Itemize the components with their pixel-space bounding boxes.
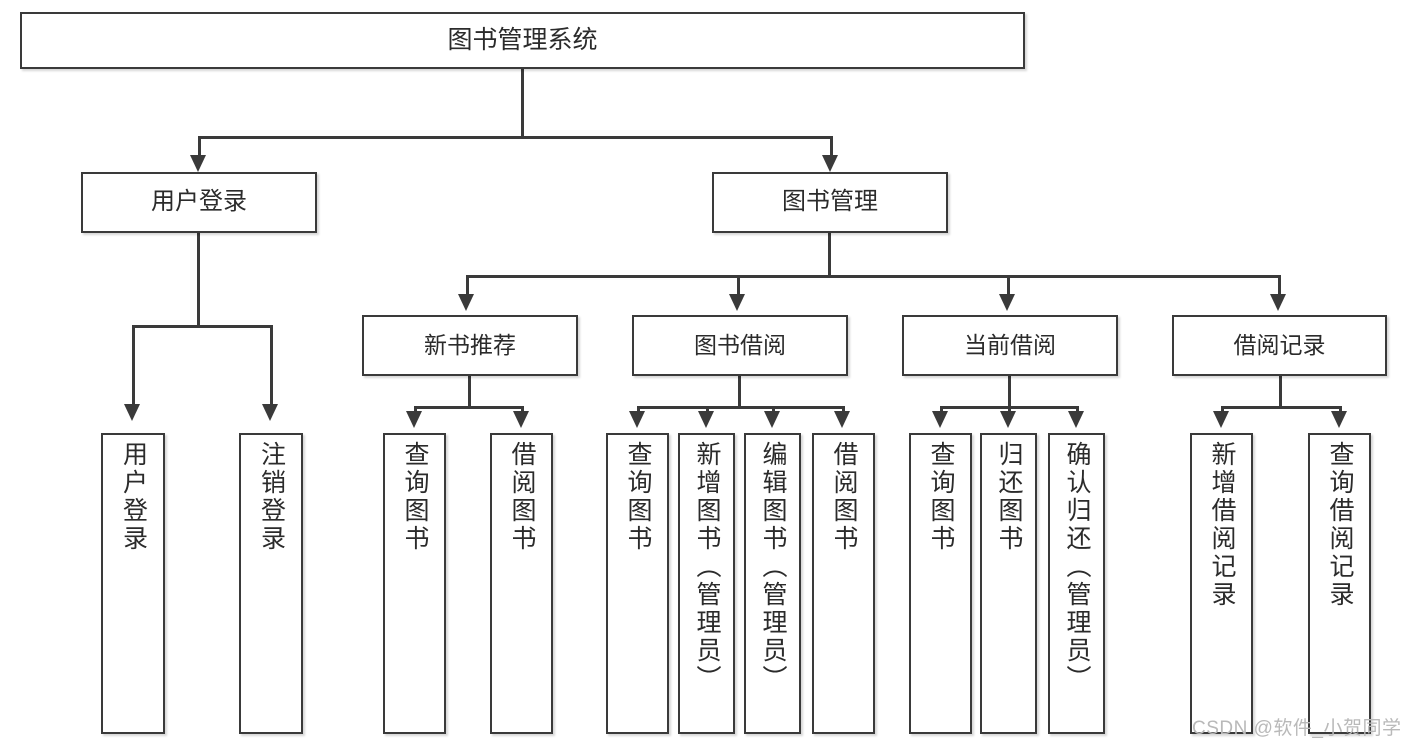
- connector-bm-to-borrow-record: [1278, 275, 1281, 297]
- node-label: 编辑图书（管理员）: [759, 441, 787, 693]
- node-label: 用户登录: [119, 441, 148, 553]
- node-leaf-confirm-return[interactable]: 确认归还（管理员）: [1048, 433, 1105, 734]
- node-label: 新增图书（管理员）: [693, 441, 721, 693]
- node-label: 查询图书: [624, 441, 652, 553]
- arrowhead-user-login: [190, 155, 206, 172]
- connector-bm-to-book-borrow: [737, 275, 740, 297]
- connector-nbr-bus: [414, 406, 522, 409]
- arrowhead-borrow-record: [1270, 294, 1286, 311]
- arrowhead-leaf-query-book-3: [932, 411, 948, 428]
- node-label: 借阅图书: [508, 441, 536, 553]
- node-label: 查询图书: [401, 441, 429, 553]
- node-leaf-borrow-book[interactable]: 借阅图书: [812, 433, 875, 734]
- arrowhead-leaf-add-book: [698, 411, 714, 428]
- arrowhead-leaf-user-login: [124, 404, 140, 421]
- node-leaf-query-borrow-record[interactable]: 查询借阅记录: [1308, 433, 1371, 734]
- connector-user-login-bus: [132, 325, 272, 328]
- node-leaf-user-logout[interactable]: 注销登录: [239, 433, 303, 734]
- arrowhead-leaf-user-logout: [262, 404, 278, 421]
- connector-bm-to-current-borrow: [1007, 275, 1010, 297]
- csdn-watermark: CSDN @软件_小贺同学: [1192, 718, 1402, 739]
- connector-root-to-book-management: [830, 136, 833, 158]
- arrowhead-leaf-borrow-book-2: [834, 411, 850, 428]
- arrowhead-leaf-borrow-book-1: [513, 411, 529, 428]
- connector-book-management-stem: [828, 232, 831, 277]
- node-label: 查询图书: [927, 441, 955, 553]
- connector-root-stem: [521, 68, 524, 138]
- node-leaf-borrow-book-recommend[interactable]: 借阅图书: [490, 433, 553, 734]
- connector-br-stem: [1279, 375, 1282, 408]
- node-label: 图书借阅: [694, 331, 786, 358]
- node-label: 归还图书: [995, 441, 1023, 553]
- node-new-book-recommend[interactable]: 新书推荐: [362, 315, 578, 376]
- node-leaf-user-login[interactable]: 用户登录: [101, 433, 165, 734]
- connector-bm-to-new-book: [466, 275, 469, 297]
- arrowhead-new-book-recommend: [458, 294, 474, 311]
- arrowhead-leaf-confirm-return: [1068, 411, 1084, 428]
- arrowhead-leaf-return-book: [1000, 411, 1016, 428]
- arrowhead-leaf-add-record: [1213, 411, 1229, 428]
- connector-user-login-to-leaf1: [132, 325, 135, 407]
- arrowhead-current-borrow: [999, 294, 1015, 311]
- connector-nbr-stem: [468, 375, 471, 408]
- arrowhead-book-management: [822, 155, 838, 172]
- node-label: 图书管理: [782, 188, 878, 216]
- node-book-management[interactable]: 图书管理: [712, 172, 948, 233]
- node-leaf-query-book-current[interactable]: 查询图书: [909, 433, 972, 734]
- connector-user-login-to-leaf2: [270, 325, 273, 407]
- arrowhead-leaf-query-book-2: [629, 411, 645, 428]
- node-leaf-query-book-borrow[interactable]: 查询图书: [606, 433, 669, 734]
- arrowhead-leaf-query-record: [1331, 411, 1347, 428]
- node-label: 借阅图书: [830, 441, 858, 553]
- node-borrow-record[interactable]: 借阅记录: [1172, 315, 1387, 376]
- connector-root-bus: [198, 136, 832, 139]
- arrowhead-leaf-query-book-1: [406, 411, 422, 428]
- node-label: 用户登录: [151, 188, 247, 216]
- node-label: 注销登录: [257, 441, 286, 553]
- arrowhead-book-borrow: [729, 294, 745, 311]
- node-label: 确认归还（管理员）: [1063, 441, 1091, 693]
- node-root-book-management-system[interactable]: 图书管理系统: [20, 12, 1025, 69]
- connector-bb-stem: [738, 375, 741, 408]
- node-leaf-return-book[interactable]: 归还图书: [980, 433, 1037, 734]
- node-label: 新书推荐: [424, 331, 516, 358]
- node-current-borrow[interactable]: 当前借阅: [902, 315, 1118, 376]
- connector-book-management-bus: [466, 275, 1280, 278]
- node-leaf-edit-book[interactable]: 编辑图书（管理员）: [744, 433, 801, 734]
- node-label: 图书管理系统: [447, 25, 598, 54]
- node-leaf-add-book[interactable]: 新增图书（管理员）: [678, 433, 735, 734]
- connector-cb-stem: [1008, 375, 1011, 408]
- node-book-borrow[interactable]: 图书借阅: [632, 315, 848, 376]
- connector-br-bus: [1221, 406, 1339, 409]
- connector-user-login-stem: [197, 232, 200, 327]
- node-label: 新增借阅记录: [1208, 441, 1236, 609]
- node-label: 当前借阅: [964, 331, 1056, 358]
- node-leaf-query-book-recommend[interactable]: 查询图书: [383, 433, 446, 734]
- connector-bb-bus: [637, 406, 843, 409]
- node-label: 借阅记录: [1233, 331, 1326, 358]
- connector-root-to-user-login: [198, 136, 201, 158]
- node-label: 查询借阅记录: [1326, 441, 1354, 609]
- arrowhead-leaf-edit-book: [764, 411, 780, 428]
- node-user-login[interactable]: 用户登录: [81, 172, 317, 233]
- node-leaf-add-borrow-record[interactable]: 新增借阅记录: [1190, 433, 1253, 734]
